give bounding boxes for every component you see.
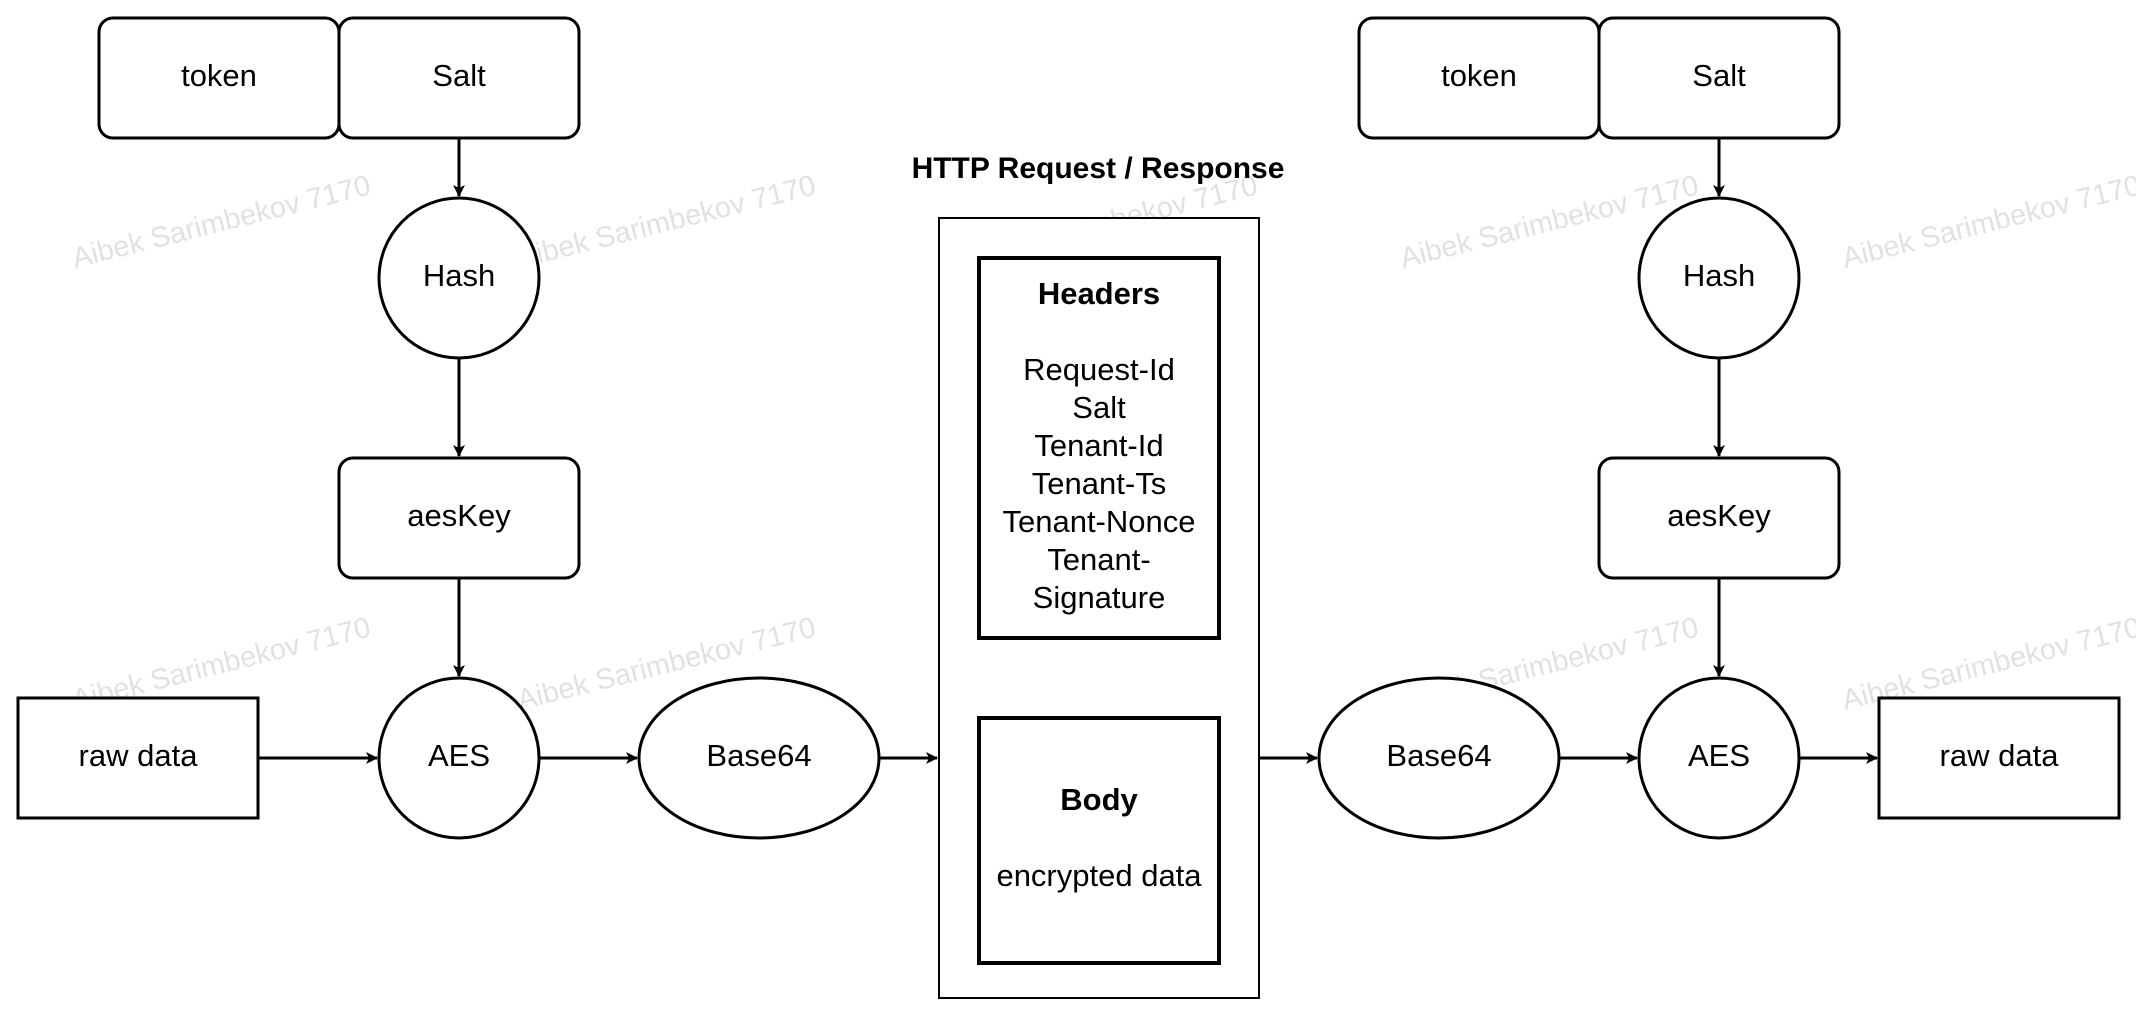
header-item: Tenant-Id	[1034, 428, 1163, 463]
right-aes-label: AES	[1688, 738, 1750, 773]
left-token-label: token	[181, 58, 257, 93]
watermark-text: Aibek Sarimbekov 7170	[514, 170, 819, 275]
headers-title: Headers	[1038, 276, 1160, 311]
right-aeskey-label: aesKey	[1667, 498, 1771, 533]
left-hash-label: Hash	[423, 258, 495, 293]
right-token-node: token	[1357, 16, 1601, 140]
left-aeskey-node: aesKey	[337, 456, 581, 580]
right-base64-node: Base64	[1317, 676, 1561, 840]
http-title: HTTP Request / Response	[912, 152, 1285, 185]
left-raw-data-label: raw data	[79, 738, 199, 773]
left-base64-label: Base64	[706, 738, 811, 773]
headers-box: Headers Request-Id Salt Tenant-Id Tenant…	[977, 256, 1221, 640]
right-hash-label: Hash	[1683, 258, 1755, 293]
http-container: HTTP Request / Response Headers Request-…	[912, 152, 1285, 999]
body-box: Body encrypted data	[977, 716, 1221, 965]
left-aes-node: AES	[377, 676, 541, 840]
left-hash-node: Hash	[377, 196, 541, 360]
right-salt-node: Salt	[1597, 16, 1841, 140]
header-item: Signature	[1033, 580, 1166, 615]
right-base64-label: Base64	[1386, 738, 1491, 773]
left-salt-node: Salt	[337, 16, 581, 140]
body-title: Body	[1060, 782, 1138, 817]
right-raw-data-label: raw data	[1940, 738, 2060, 773]
right-aes-node: AES	[1637, 676, 1801, 840]
left-salt-label: Salt	[432, 58, 486, 93]
left-raw-data-node: raw data	[16, 696, 260, 820]
left-token-node: token	[97, 16, 341, 140]
left-base64-node: Base64	[637, 676, 881, 840]
watermark-text: Aibek Sarimbekov 7170	[1839, 170, 2136, 275]
header-item: Tenant-Ts	[1032, 466, 1166, 501]
header-item: Tenant-Nonce	[1002, 504, 1195, 539]
right-token-label: token	[1441, 58, 1517, 93]
right-aeskey-node: aesKey	[1597, 456, 1841, 580]
left-flow: token Salt Hash aesKey raw data AES	[16, 16, 938, 840]
right-salt-label: Salt	[1692, 58, 1746, 93]
left-aeskey-label: aesKey	[407, 498, 511, 533]
right-raw-data-node: raw data	[1877, 696, 2121, 820]
header-item: Salt	[1072, 390, 1126, 425]
body-text: encrypted data	[996, 858, 1202, 893]
left-aes-label: AES	[428, 738, 490, 773]
right-flow: token Salt Hash aesKey Base64 AES	[1259, 16, 2121, 840]
right-hash-node: Hash	[1637, 196, 1801, 360]
header-item: Request-Id	[1023, 352, 1175, 387]
header-item: Tenant-	[1047, 542, 1150, 577]
watermark-text: Aibek Sarimbekov 7170	[69, 170, 374, 275]
